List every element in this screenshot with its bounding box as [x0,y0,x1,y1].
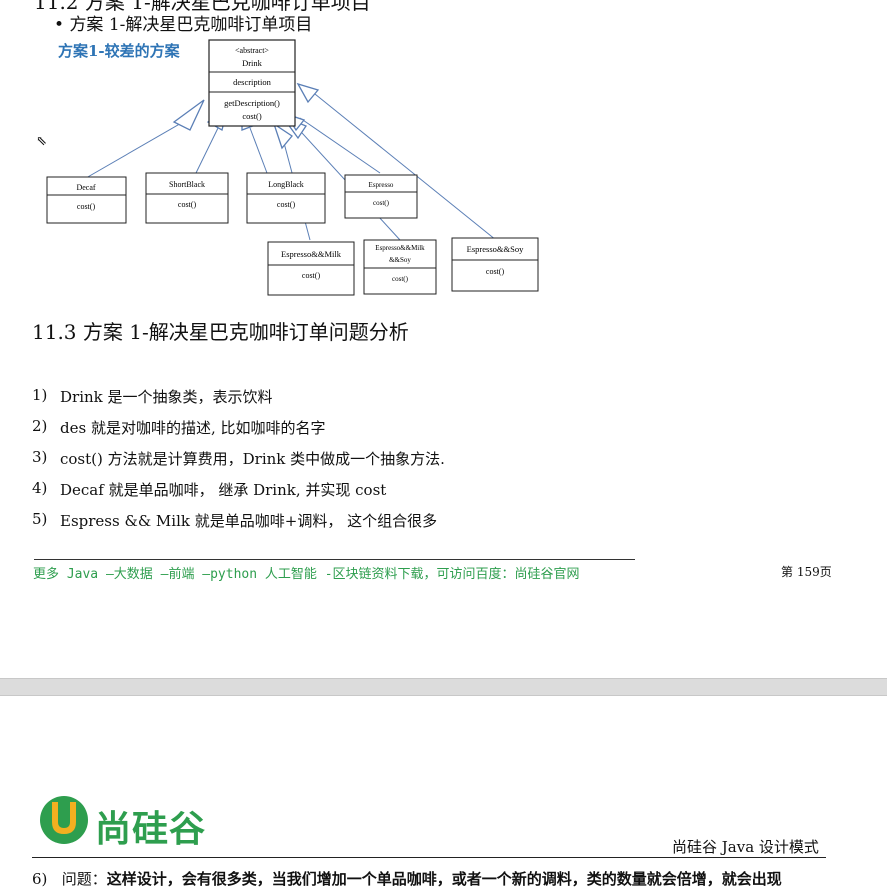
brand-logo [40,796,88,844]
drink-method-cost: cost() [242,111,262,121]
drink-attribute: description [233,77,272,87]
list-number: 4) [32,479,48,497]
decaf-class-box [46,176,127,224]
espresso-milk-soy-class-box [363,239,437,295]
brand-logo-text: 尚硅谷 [95,809,207,850]
decaf-method: cost() [77,202,96,211]
question-number: 6) [32,870,48,888]
longblack-name: LongBlack [268,180,304,189]
list-text: des 就是对咖啡的描述, 比如咖啡的名字 [60,419,326,437]
mouse-cursor-icon: ⇖ [36,134,47,149]
list-item: 1) Drink 是一个抽象类，表示饮料 [32,386,445,417]
espresso-name: Espresso [369,181,394,189]
page-number: 第 159页 [781,565,832,579]
list-text: Espress && Milk 就是单品咖啡+调料， 这个组合很多 [60,512,438,530]
bullet-text: 方案 1-解决星巴克咖啡订单项目 [69,15,313,35]
espresso-soy-method: cost() [486,267,505,276]
list-text: cost() 方法就是计算费用，Drink 类中做成一个抽象方法. [60,450,445,468]
bullet-heading: • 方案 1-解决星巴克咖啡订单项目 [54,15,313,35]
espresso-milk-method: cost() [302,271,321,280]
uml-class-diagram: <abstract> Drink description getDescript… [46,39,539,296]
analysis-list: 1) Drink 是一个抽象类，表示饮料 2) des 就是对咖啡的描述, 比如咖啡… [32,386,445,541]
espresso-milk-soy-name-line2: &&Soy [389,256,411,264]
espresso-class-box [344,174,418,219]
footer-divider [34,559,635,560]
espresso-milk-soy-name-line1: Espresso&&Milk [375,244,425,252]
list-number: 1) [32,386,48,404]
decaf-name: Decaf [76,183,95,192]
section-heading-11-3: 11.3 方案 1-解决星巴克咖啡订单问题分析 [32,320,409,344]
drink-name: Drink [242,58,263,68]
shortblack-name: ShortBlack [169,180,205,189]
espresso-soy-name: Espresso&&Soy [467,244,524,254]
question-lead: 问题： [61,870,107,888]
list-text: Drink 是一个抽象类，表示饮料 [60,388,273,406]
list-item: 2) des 就是对咖啡的描述, 比如咖啡的名字 [32,417,445,448]
list-item: 3) cost() 方法就是计算费用，Drink 类中做成一个抽象方法. [32,448,445,479]
drink-class-box [208,39,296,127]
header-divider [32,857,826,858]
longblack-class-box [246,172,326,224]
list-number: 3) [32,448,48,466]
question-text: 这样设计，会有很多类，当我们增加一个单品咖啡，或者一个新的调料，类的数量就会倍增… [106,870,782,888]
list-number: 2) [32,417,48,435]
list-item: 4) Decaf 就是单品咖啡， 继承 Drink, 并实现 cost [32,479,445,510]
longblack-method: cost() [277,200,296,209]
list-text: Decaf 就是单品咖啡， 继承 Drink, 并实现 cost [60,481,387,499]
espresso-soy-class-box [451,237,539,292]
list-item: 5) Espress && Milk 就是单品咖啡+调料， 这个组合很多 [32,510,445,541]
drink-method-getdescription: getDescription() [224,98,280,108]
espresso-method: cost() [373,199,390,207]
espresso-milk-class-box [267,241,355,296]
question-line: 6) 问题：这样设计，会有很多类，当我们增加一个单品咖啡，或者一个新的调料，类的… [32,868,782,889]
document-header-title: 尚硅谷 Java 设计模式 [672,838,819,856]
section-heading-11-2: 11.2 方案 1-解决星巴克咖啡订单项目 [34,0,371,14]
espresso-milk-soy-method: cost() [392,275,409,283]
footer-link-text[interactable]: 更多 Java –大数据 –前端 –python 人工智能 -区块链资料下载，可… [33,567,580,582]
list-number: 5) [32,510,48,528]
espresso-milk-name: Espresso&&Milk [281,249,342,259]
shortblack-class-box [145,172,229,224]
drink-stereotype: <abstract> [235,46,269,55]
shortblack-method: cost() [178,200,197,209]
page-separator [0,678,887,696]
plan-label: 方案1-较差的方案 [58,42,180,60]
